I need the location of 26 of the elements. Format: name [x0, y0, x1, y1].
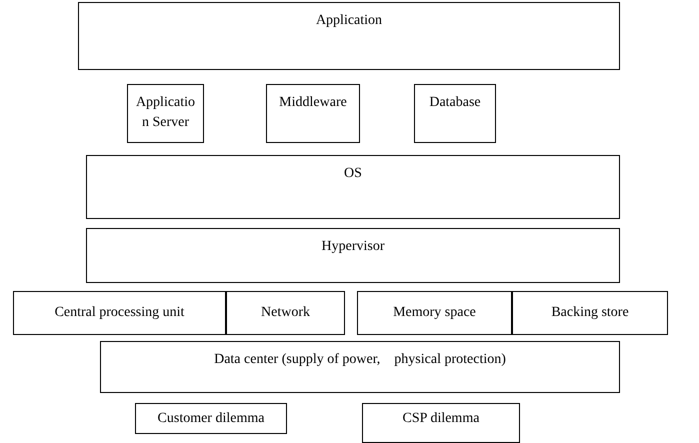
layer-box: [100, 341, 620, 393]
layer-label: Application: [316, 12, 382, 30]
layer-label: Central processing unit: [54, 304, 184, 322]
layer-box: [13, 291, 226, 335]
layer-box: [414, 84, 496, 143]
layer-box: [362, 403, 520, 443]
layer-label: Database: [429, 94, 481, 112]
layer-box: [135, 403, 287, 434]
layer-label: Middleware: [279, 94, 347, 112]
layer-label: Hypervisor: [322, 238, 384, 256]
layer-box: [78, 2, 620, 70]
layer-box: [266, 84, 360, 143]
layer-label: Memory space: [393, 304, 476, 322]
layer-box: [226, 291, 345, 335]
layer-label: CSP dilemma: [402, 410, 480, 428]
layer-box: [86, 155, 620, 219]
layer-label: Network: [261, 304, 310, 322]
layer-label: OS: [344, 165, 362, 183]
layer-box: [86, 228, 620, 283]
layer-label: Backing store: [551, 304, 629, 322]
layer-label: Applicatio n Server: [134, 94, 196, 132]
layer-box: [512, 291, 668, 335]
layer-box: [357, 291, 512, 335]
layer-label: Customer dilemma: [158, 410, 264, 428]
layer-box: [127, 84, 204, 143]
layer-label: Data center (supply of power, physical protection): [214, 351, 506, 369]
